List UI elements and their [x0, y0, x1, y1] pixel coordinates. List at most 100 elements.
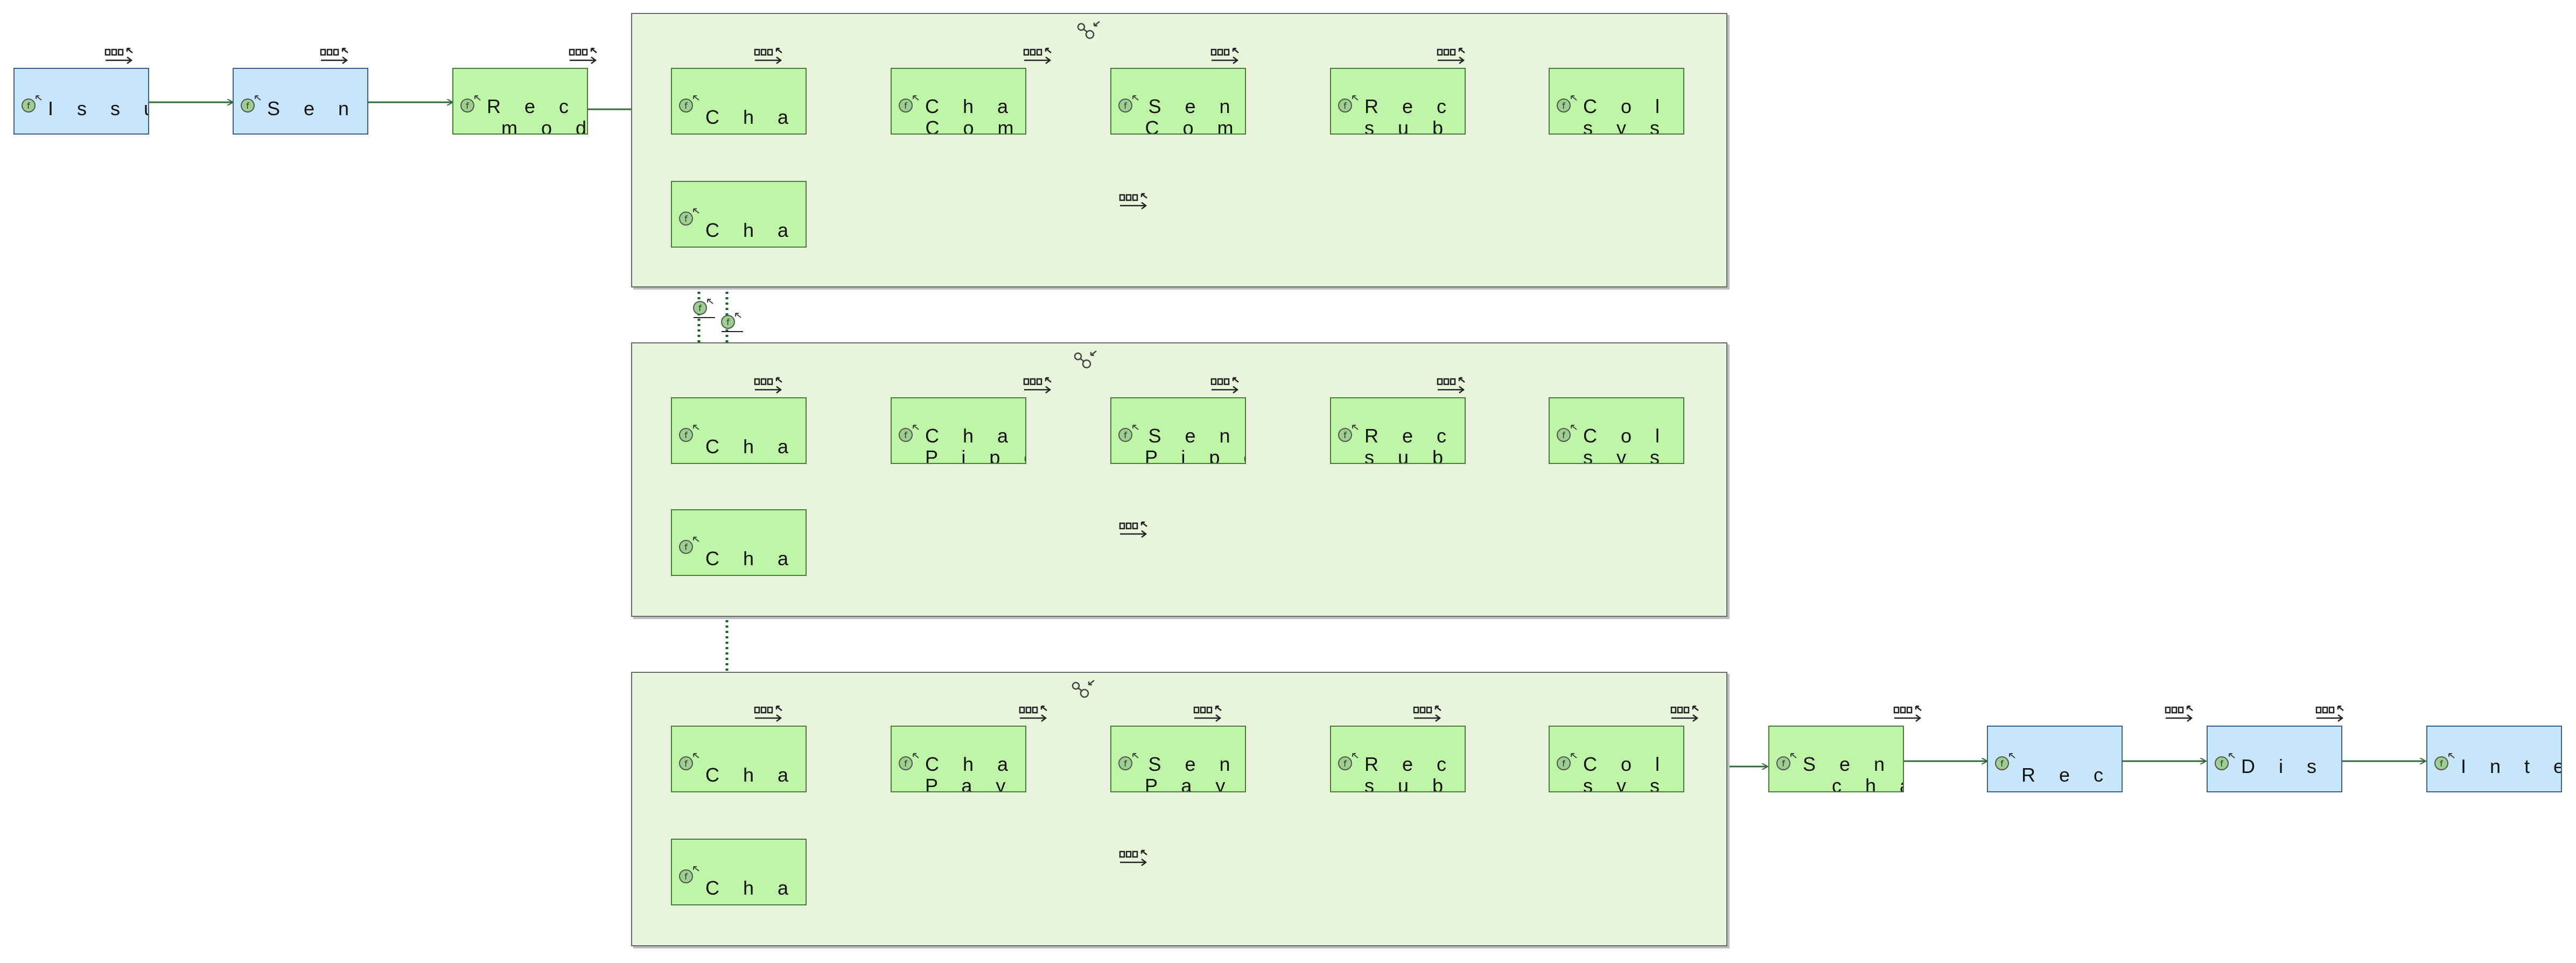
node-g3-c[interactable]: fS e n P a y l o: [1110, 726, 1246, 792]
node-label: S e n C o m: [1145, 95, 1243, 135]
function-icon: f: [1118, 95, 1139, 113]
function-icon: f: [693, 299, 715, 318]
node-issue[interactable]: f I s s u e: [13, 68, 149, 135]
node-g2-a[interactable]: fC h a n: [671, 397, 807, 464]
data-flow-icon: [2165, 705, 2193, 722]
node-label: D i s p: [2241, 755, 2341, 777]
function-icon: f: [1557, 425, 1577, 442]
node-g3-f[interactable]: fC h a n: [671, 839, 807, 905]
svg-text:f: f: [1562, 430, 1565, 440]
node-label: R e c e: [2021, 764, 2113, 786]
swimlane-group-icon: [1077, 21, 1100, 39]
node-label: C h a n P a y l c: [925, 753, 1018, 792]
function-icon: f: [1118, 753, 1139, 770]
node-label: C o l l a s y s t e: [1583, 425, 1669, 464]
function-icon: f: [899, 95, 919, 113]
node-send[interactable]: f S e n d: [233, 68, 368, 135]
data-flow-icon: [754, 47, 782, 64]
function-icon: f: [679, 425, 699, 442]
data-flow-icon: [1019, 705, 1047, 722]
node-g1-b[interactable]: fC h a n C o m: [891, 68, 1026, 135]
node-label: C h a n: [705, 877, 798, 899]
svg-text:f: f: [1343, 430, 1347, 440]
svg-text:f: f: [684, 871, 688, 882]
swimlane-group-icon: [1072, 680, 1095, 698]
node-label: R e c e s u b s y: [1364, 753, 1456, 792]
data-flow-icon: [1119, 193, 1147, 209]
svg-text:f: f: [1124, 101, 1127, 111]
svg-text:f: f: [1782, 758, 1785, 769]
node-label: I n t e r g: [2461, 755, 2561, 777]
node-label: C h a n P i p e l: [925, 425, 1025, 464]
node-g3-a[interactable]: fC h a n: [671, 726, 807, 792]
node-g1-a[interactable]: fC h a n: [671, 68, 807, 135]
svg-text:f: f: [904, 758, 907, 769]
function-icon: f: [679, 753, 699, 770]
node-display[interactable]: fD i s p: [2207, 726, 2342, 792]
svg-text:f: f: [684, 214, 688, 224]
function-icon: f: [679, 208, 699, 226]
node-g2-f[interactable]: fC h a n: [671, 509, 807, 576]
function-icon: f: [1338, 425, 1359, 442]
node-label: C h a n: [705, 435, 798, 458]
group-1[interactable]: [631, 13, 1727, 287]
node-label: C o l l a s y s t e: [1583, 95, 1669, 135]
node-g1-d[interactable]: fR e c e s u b s y: [1330, 68, 1466, 135]
node-send-chan[interactable]: fS e n d c h a n: [1768, 726, 1904, 792]
function-icon: f: [1118, 425, 1139, 442]
svg-text:f: f: [2000, 758, 2004, 769]
data-flow-icon: [754, 377, 782, 393]
node-interface[interactable]: fI n t e r g: [2426, 726, 2562, 792]
data-flow-icon: [1437, 47, 1465, 64]
data-flow-icon: [1413, 705, 1441, 722]
function-icon: f: [460, 95, 481, 113]
svg-text:f: f: [246, 101, 249, 111]
node-label: S e n d c h a n: [1803, 753, 1903, 792]
group-2[interactable]: [631, 342, 1727, 617]
function-icon: f: [1776, 753, 1797, 770]
node-g3-e[interactable]: fC o l l a s y s t e: [1549, 726, 1684, 792]
svg-text:f: f: [904, 430, 907, 440]
node-label: C h a n C o m: [925, 95, 1023, 135]
svg-text:f: f: [1124, 758, 1127, 769]
svg-text:f: f: [1562, 758, 1565, 769]
node-receive-out[interactable]: fR e c e: [1987, 726, 2123, 792]
node-g3-b[interactable]: fC h a n P a y l c: [891, 726, 1026, 792]
function-icon: f: [679, 95, 699, 113]
svg-text:f: f: [684, 542, 688, 552]
node-label: R e c e s u b s y: [1364, 95, 1456, 135]
node-label: C h a n: [705, 219, 798, 241]
data-flow-icon: [1119, 849, 1147, 866]
node-g3-d[interactable]: fR e c e s u b s y: [1330, 726, 1466, 792]
svg-text:f: f: [2220, 758, 2223, 769]
data-flow-icon: [1210, 47, 1239, 64]
svg-text:f: f: [684, 101, 688, 111]
node-label: S e n P i p e l: [1145, 425, 1245, 464]
data-flow-icon: [1023, 377, 1052, 393]
node-g2-c[interactable]: fS e n P i p e l: [1110, 397, 1246, 464]
node-g1-e[interactable]: fC o l l a s y s t e: [1549, 68, 1684, 135]
svg-text:f: f: [684, 758, 688, 769]
data-flow-icon: [1437, 377, 1465, 393]
function-icon: f: [899, 753, 919, 770]
node-g2-e[interactable]: fC o l l a s y s t e: [1549, 397, 1684, 464]
node-g2-d[interactable]: fR e c e s u b s y: [1330, 397, 1466, 464]
svg-text:f: f: [2440, 758, 2443, 769]
node-g1-f[interactable]: fC h a n: [671, 181, 807, 248]
svg-text:f: f: [466, 101, 469, 111]
group-3[interactable]: [631, 672, 1727, 946]
function-icon: f: [2434, 753, 2455, 770]
data-flow-icon: [320, 47, 348, 64]
data-flow-icon: [1670, 705, 1699, 722]
node-label: C h a n: [705, 547, 798, 570]
node-label: R e c e m o d: [487, 95, 586, 135]
svg-text:f: f: [684, 430, 688, 440]
data-flow-icon: [569, 47, 597, 64]
data-flow-icon: [1119, 521, 1147, 538]
function-icon: f: [679, 537, 699, 554]
node-receive-mod[interactable]: f R e c e m o d: [452, 68, 588, 135]
function-icon: f: [22, 95, 42, 113]
data-flow-icon: [1023, 47, 1052, 64]
node-g2-b[interactable]: fC h a n P i p e l: [891, 397, 1026, 464]
